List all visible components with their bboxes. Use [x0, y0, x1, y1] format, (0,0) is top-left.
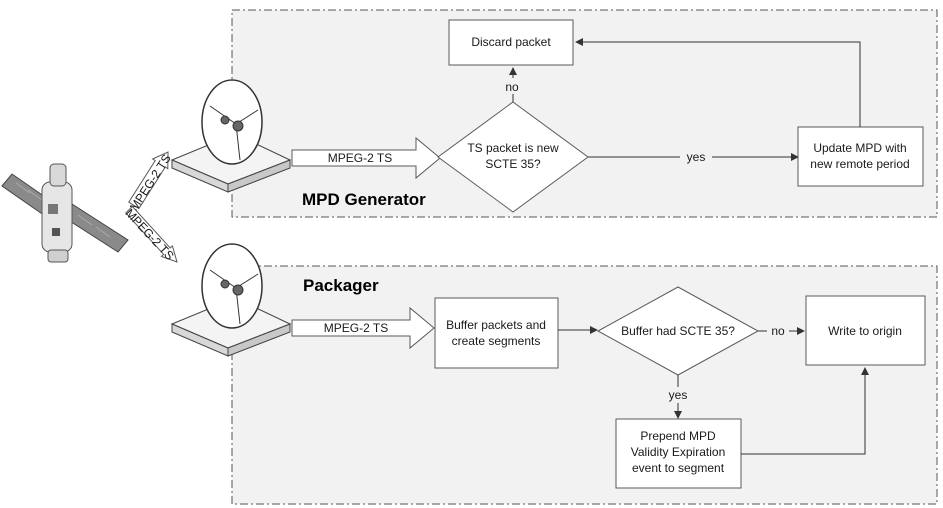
prepend-mpd-line3: event to segment: [632, 461, 725, 475]
feed-arrow-top: [128, 151, 169, 210]
no-label-bottom: no: [771, 324, 785, 338]
no-label-bg: [500, 78, 526, 94]
feed-arrow-bottom: [125, 205, 178, 263]
packager-title: Packager: [303, 276, 379, 295]
ts-packet-decision: [437, 101, 589, 213]
satellite-icon: [1, 163, 129, 263]
discard-packet-box: [448, 19, 574, 66]
prepend-to-write-connector: [741, 367, 869, 455]
prepend-mpd-line2: Validity Expiration: [631, 445, 726, 459]
mpd-generator-title: MPD Generator: [302, 190, 426, 209]
buffer-decision-label: Buffer had SCTE 35?: [621, 324, 735, 338]
buffer-packets-box: [434, 297, 559, 369]
feed-label-top: MPEG-2 TS: [127, 152, 174, 214]
prepend-mpd-box: [615, 418, 742, 489]
discard-packet-label: Discard packet: [471, 35, 551, 49]
no-label-bg-bottom: [767, 323, 789, 339]
prepend-mpd-line1: Prepend MPD: [640, 429, 716, 443]
update-mpd-line1: Update MPD with: [813, 141, 906, 155]
write-origin-box: [805, 295, 926, 366]
no-label-top: no: [505, 80, 519, 94]
stream-label-top: MPEG-2 TS: [328, 151, 392, 165]
yes-label-bg: [680, 149, 712, 165]
ts-decision-line2: SCTE 35?: [485, 157, 541, 171]
satellite-dish-icon: [170, 243, 292, 357]
stream-arrow-top: [291, 136, 441, 180]
yes-label-top: yes: [687, 150, 706, 164]
buffer-packets-line1: Buffer packets and: [446, 318, 546, 332]
update-to-discard-connector: [575, 38, 861, 127]
stream-arrow-bottom: [291, 306, 435, 350]
write-origin-label: Write to origin: [828, 324, 902, 338]
ts-decision-line1: TS packet is new: [467, 141, 559, 155]
feed-label-bottom: MPEG-2 TS: [123, 206, 177, 263]
stream-label-bottom: MPEG-2 TS: [324, 321, 388, 335]
yes-label-bg-bottom: [662, 387, 694, 403]
buffer-packets-line2: create segments: [452, 334, 541, 348]
satellite-dish-icon: [170, 79, 292, 193]
update-mpd-line2: new remote period: [810, 157, 909, 171]
yes-label-bottom: yes: [669, 388, 688, 402]
